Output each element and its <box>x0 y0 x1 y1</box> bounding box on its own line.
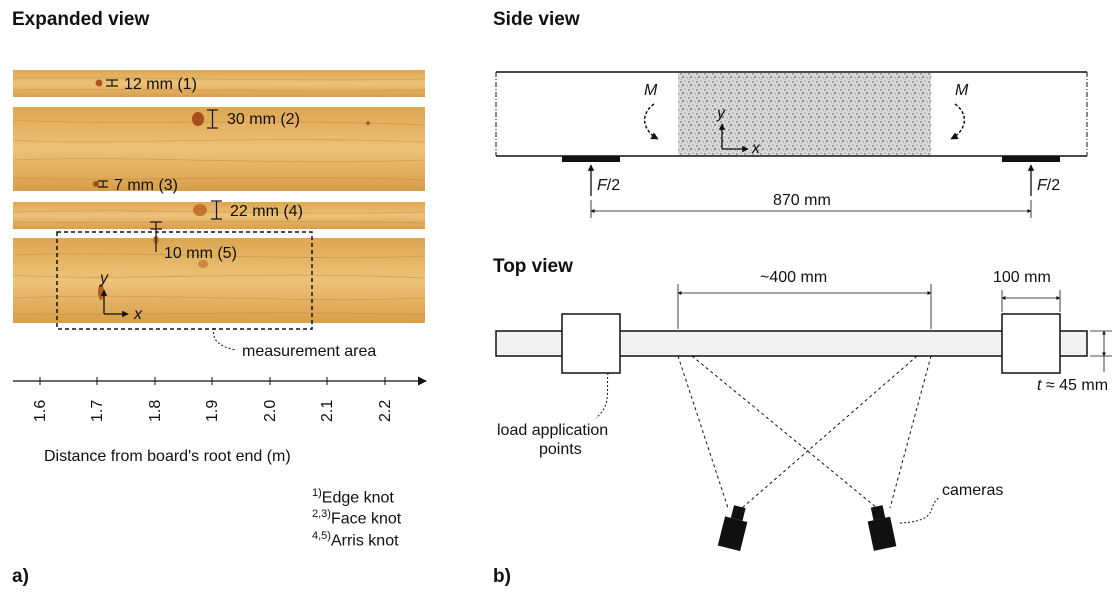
right-support-pad <box>1002 156 1060 162</box>
knot-3 <box>93 181 99 187</box>
knot-2 <box>192 112 204 126</box>
tick-label-1-8: 1.8 <box>147 400 164 422</box>
tick-label-2-0: 2.0 <box>262 400 279 422</box>
right-force-label: F/2 <box>1037 177 1060 194</box>
wood-grain <box>12 77 426 316</box>
cameras-label: cameras <box>942 482 1003 499</box>
right-camera-icon <box>867 505 897 551</box>
measurement-area-box <box>56 231 313 330</box>
knot-label-2: 30 mm (2) <box>227 111 300 128</box>
board-2 <box>13 107 425 191</box>
board-coordinate-axes <box>100 289 129 318</box>
right-moment-label: M <box>955 82 969 99</box>
expanded-view-title: Expanded view <box>12 9 150 30</box>
thickness-dimension <box>1090 330 1112 372</box>
tick-label-1-6: 1.6 <box>32 400 49 422</box>
knot-label-1: 12 mm (1) <box>124 76 197 93</box>
side-view-beam <box>495 71 1088 162</box>
wood-boards <box>12 70 426 323</box>
legend-edge-knot: 1)Edge knot <box>312 487 394 507</box>
measurement-area-leader <box>213 327 237 351</box>
left-support-pad <box>562 156 620 162</box>
left-force-label: F/2 <box>597 177 620 194</box>
load-width-dimension <box>1001 290 1061 312</box>
left-load-block <box>561 313 621 374</box>
distance-axis-label: Distance from board's root end (m) <box>44 448 291 465</box>
measurement-area-label: measurement area <box>242 343 376 360</box>
top-view-title: Top view <box>493 256 573 277</box>
board-axis-x: x <box>133 306 143 323</box>
board-4 <box>13 238 425 323</box>
left-moment-label: M <box>644 82 658 99</box>
left-moment-arrow <box>644 103 659 140</box>
knot-4 <box>193 204 207 216</box>
left-camera-icon <box>717 505 748 552</box>
speckle-axis-x: x <box>751 140 761 157</box>
area-width-label: ~400 mm <box>760 269 827 286</box>
knot-type-legend: 1)Edge knot 2,3)Face knot 4,5)Arris knot <box>312 485 401 549</box>
panel-label-b: b) <box>493 566 511 587</box>
cameras-leader <box>899 496 941 524</box>
knot-1 <box>95 79 103 87</box>
side-view-title: Side view <box>493 9 580 30</box>
camera-fields-of-view <box>677 355 932 509</box>
speckle-axis-y: y <box>716 105 726 122</box>
board-3 <box>13 202 425 229</box>
panel-label-a: a) <box>12 566 29 587</box>
knot-label-4: 22 mm (4) <box>230 203 303 220</box>
legend-face-knot: 2,3)Face knot <box>312 508 402 528</box>
load-points-leader <box>595 372 609 419</box>
knot-label-3: 7 mm (3) <box>114 177 178 194</box>
span-dimension <box>590 200 1032 218</box>
speckle-coordinate-axes <box>718 123 749 153</box>
speckle-pattern-area <box>678 73 931 155</box>
legend-arris-knot: 4,5)Arris knot <box>312 529 399 549</box>
right-load-block <box>1001 313 1061 374</box>
right-moment-arrow <box>950 103 965 140</box>
knot-label-5: 10 mm (5) <box>164 245 237 262</box>
top-view-beam <box>495 313 1088 374</box>
distance-axis <box>13 376 427 386</box>
tick-label-2-2: 2.2 <box>377 400 394 422</box>
board-1 <box>13 70 425 97</box>
knot-extra-2 <box>198 260 208 268</box>
span-label: 870 mm <box>773 192 831 209</box>
thickness-label: t ≈ 45 mm <box>1037 377 1108 394</box>
knot-extra-3 <box>366 121 370 125</box>
tick-label-2-1: 2.1 <box>319 400 336 422</box>
area-width-dimension <box>677 284 932 329</box>
tick-label-1-7: 1.7 <box>89 400 106 422</box>
tick-label-1-9: 1.9 <box>204 400 221 422</box>
knot-annotations <box>98 79 222 252</box>
load-width-label: 100 mm <box>993 269 1051 286</box>
board-axis-y: y <box>99 270 109 287</box>
